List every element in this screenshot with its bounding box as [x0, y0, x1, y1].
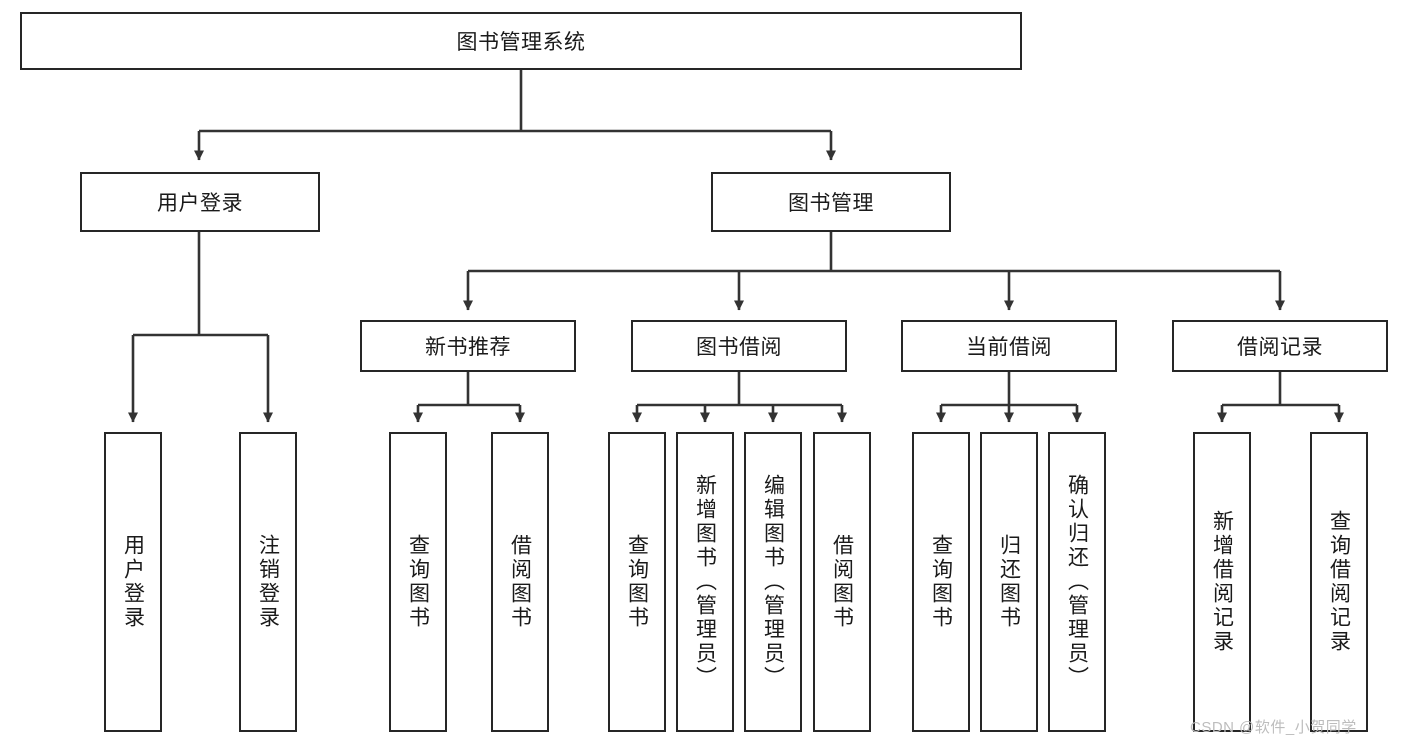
- node-root[interactable]: 图书管理系统: [20, 12, 1022, 70]
- node-book-management[interactable]: 图书管理: [711, 172, 951, 232]
- node-leaf-borrow-book[interactable]: 借阅图书: [813, 432, 871, 732]
- node-leaf-query-book-borrow[interactable]: 查询图书: [608, 432, 666, 732]
- node-leaf-query-book-current[interactable]: 查询图书: [912, 432, 970, 732]
- node-user-login[interactable]: 用户登录: [80, 172, 320, 232]
- node-leaf-query-borrow-record[interactable]: 查询借阅记录: [1310, 432, 1368, 732]
- node-leaf-borrow-book-recommend[interactable]: 借阅图书: [491, 432, 549, 732]
- node-borrow-record[interactable]: 借阅记录: [1172, 320, 1388, 372]
- node-leaf-logout-login[interactable]: 注销登录: [239, 432, 297, 732]
- node-leaf-user-login[interactable]: 用户登录: [104, 432, 162, 732]
- node-new-book-recommend[interactable]: 新书推荐: [360, 320, 576, 372]
- node-leaf-confirm-return-admin[interactable]: 确认归还（管理员）: [1048, 432, 1106, 732]
- node-leaf-add-book-admin[interactable]: 新增图书（管理员）: [676, 432, 734, 732]
- node-leaf-edit-book-admin[interactable]: 编辑图书（管理员）: [744, 432, 802, 732]
- node-leaf-add-borrow-record[interactable]: 新增借阅记录: [1193, 432, 1251, 732]
- csdn-watermark: CSDN @软件_小贺同学: [1190, 719, 1357, 736]
- node-leaf-return-book[interactable]: 归还图书: [980, 432, 1038, 732]
- node-leaf-query-book-recommend[interactable]: 查询图书: [389, 432, 447, 732]
- node-current-borrow[interactable]: 当前借阅: [901, 320, 1117, 372]
- node-book-borrow[interactable]: 图书借阅: [631, 320, 847, 372]
